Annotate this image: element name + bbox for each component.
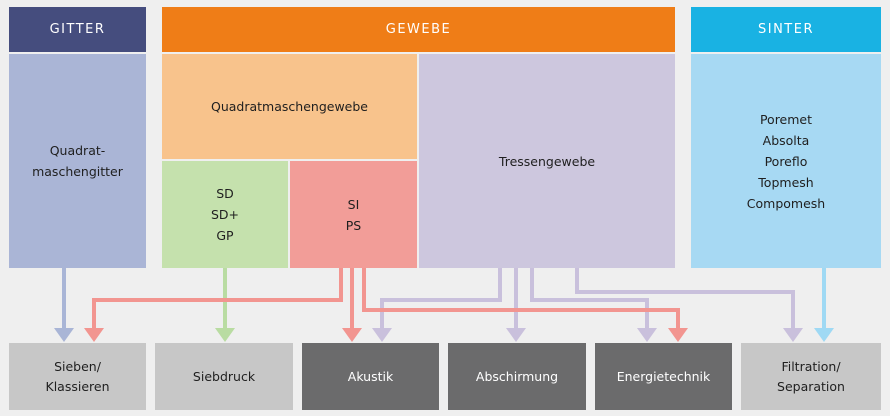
gewebe-header-label: GEWEBE bbox=[385, 22, 452, 37]
arrows-si-group bbox=[92, 268, 680, 330]
sinter-header-label: SINTER bbox=[758, 22, 814, 37]
sieben-klassieren-box: Sieben/ Klassieren bbox=[9, 343, 146, 410]
gewebe-header: GEWEBE bbox=[162, 7, 675, 52]
gitter-header: GITTER bbox=[9, 7, 146, 52]
arrowheads-si-group bbox=[84, 328, 688, 342]
akustik-label: Akustik bbox=[347, 368, 394, 384]
si-group-box: SI PS bbox=[290, 161, 417, 268]
abschirmung-box: Abschirmung bbox=[448, 343, 586, 410]
siebdruck-box: Siebdruck bbox=[155, 343, 293, 410]
energietechnik-label: Energietechnik bbox=[616, 368, 711, 384]
tressengewebe-label: Tressengewebe bbox=[498, 153, 596, 169]
quadratmaschengewebe-box: Quadratmaschengewebe bbox=[162, 54, 417, 159]
arrowheads-tressengewebe bbox=[372, 328, 803, 342]
sinter-products-label: Poremet Absolta Poreflo Topmesh Compomes… bbox=[746, 111, 826, 211]
quadratmaschengewebe-label: Quadratmaschengewebe bbox=[211, 99, 368, 114]
arrow-sd-to-siebdruck bbox=[215, 268, 235, 342]
akustik-box: Akustik bbox=[302, 343, 439, 410]
sd-group-label: SD SD+ GP bbox=[210, 186, 240, 243]
abschirmung-label: Abschirmung bbox=[475, 368, 559, 384]
sinter-header: SINTER bbox=[691, 7, 881, 52]
gitter-header-label: GITTER bbox=[49, 22, 106, 37]
quadratmaschengitter-label: Quadrat- maschengitter bbox=[32, 143, 123, 179]
filtration-separation-label: Filtration/ Separation bbox=[777, 358, 845, 394]
siebdruck-label: Siebdruck bbox=[192, 368, 256, 384]
tressengewebe-box: Tressengewebe bbox=[419, 54, 675, 268]
sd-group-box: SD SD+ GP bbox=[162, 161, 288, 268]
arrow-gitter-to-sieben bbox=[54, 268, 74, 342]
sinter-products-box: Poremet Absolta Poreflo Topmesh Compomes… bbox=[691, 54, 881, 268]
energietechnik-box: Energietechnik bbox=[595, 343, 732, 410]
sieben-klassieren-label: Sieben/ Klassieren bbox=[45, 358, 110, 394]
arrows-tressengewebe bbox=[380, 268, 795, 330]
si-group-label: SI PS bbox=[345, 196, 362, 233]
quadratmaschengitter-box: Quadrat- maschengitter bbox=[9, 54, 146, 268]
arrow-sinter-to-filtration bbox=[814, 268, 834, 342]
filtration-separation-box: Filtration/ Separation bbox=[741, 343, 881, 410]
